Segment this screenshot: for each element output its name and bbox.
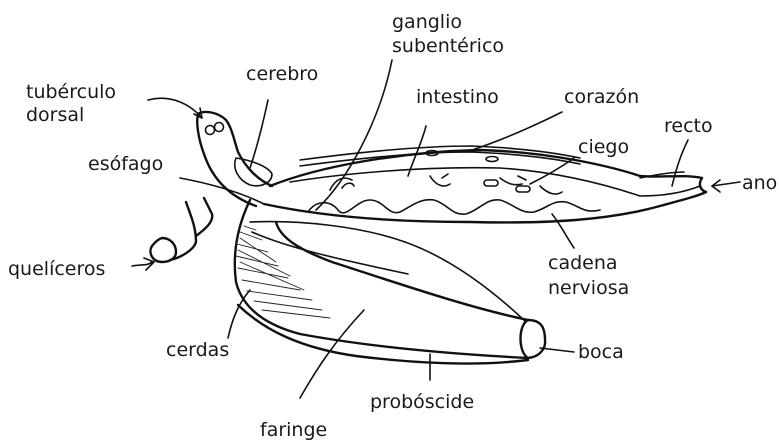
pharynx-outline: [250, 222, 526, 322]
label-ciego: ciego: [578, 136, 629, 158]
leader-esofago: [180, 178, 264, 204]
leader-faringe: [300, 310, 364, 398]
label-tuberculo-2: dorsal: [26, 104, 84, 126]
label-boca: boca: [578, 341, 624, 363]
heart-ostium: [486, 157, 498, 162]
label-recto: recto: [664, 115, 713, 137]
bristles: [236, 226, 330, 318]
leader-queliceros: [132, 262, 152, 266]
label-queliceros: quelíceros: [8, 258, 105, 280]
nerve-cord: [308, 200, 600, 215]
eye: [215, 123, 224, 132]
chelicera-tip: [150, 238, 176, 262]
heart-tube: [300, 146, 580, 166]
leader-boca: [540, 348, 574, 352]
proboscis-inner-fold: [252, 232, 408, 274]
label-cadena-2: nerviosa: [548, 277, 629, 299]
label-faringe: faringe: [260, 419, 327, 441]
label-ganglio: ganglio: [392, 11, 462, 33]
leader-tuberculo: [148, 98, 202, 118]
intestine-wall: [290, 168, 700, 196]
caeca: [330, 174, 562, 194]
leader-cerebro: [250, 100, 268, 168]
label-cadena: cadena: [548, 252, 618, 274]
caecum: [484, 180, 498, 186]
label-ano: ano: [742, 172, 777, 194]
label-proboscide: probóscide: [370, 391, 474, 413]
label-intestino: intestino: [416, 86, 499, 108]
label-cerebro: cerebro: [246, 63, 318, 85]
labels: ganglio subentérico cerebro tubérculo do…: [8, 11, 777, 441]
leader-recto: [672, 140, 688, 186]
label-ganglio-2: subentérico: [392, 35, 504, 57]
caecum: [516, 186, 530, 192]
label-tuberculo: tubérculo: [26, 81, 116, 103]
label-cerdas: cerdas: [166, 339, 229, 361]
label-corazon: corazón: [564, 86, 639, 108]
mouth-opening: [521, 320, 529, 358]
label-esofago: esófago: [88, 153, 163, 175]
leader-corazon: [472, 112, 562, 150]
eye: [206, 126, 215, 135]
leader-ganglio: [316, 60, 392, 210]
anus-opening: [700, 178, 706, 192]
